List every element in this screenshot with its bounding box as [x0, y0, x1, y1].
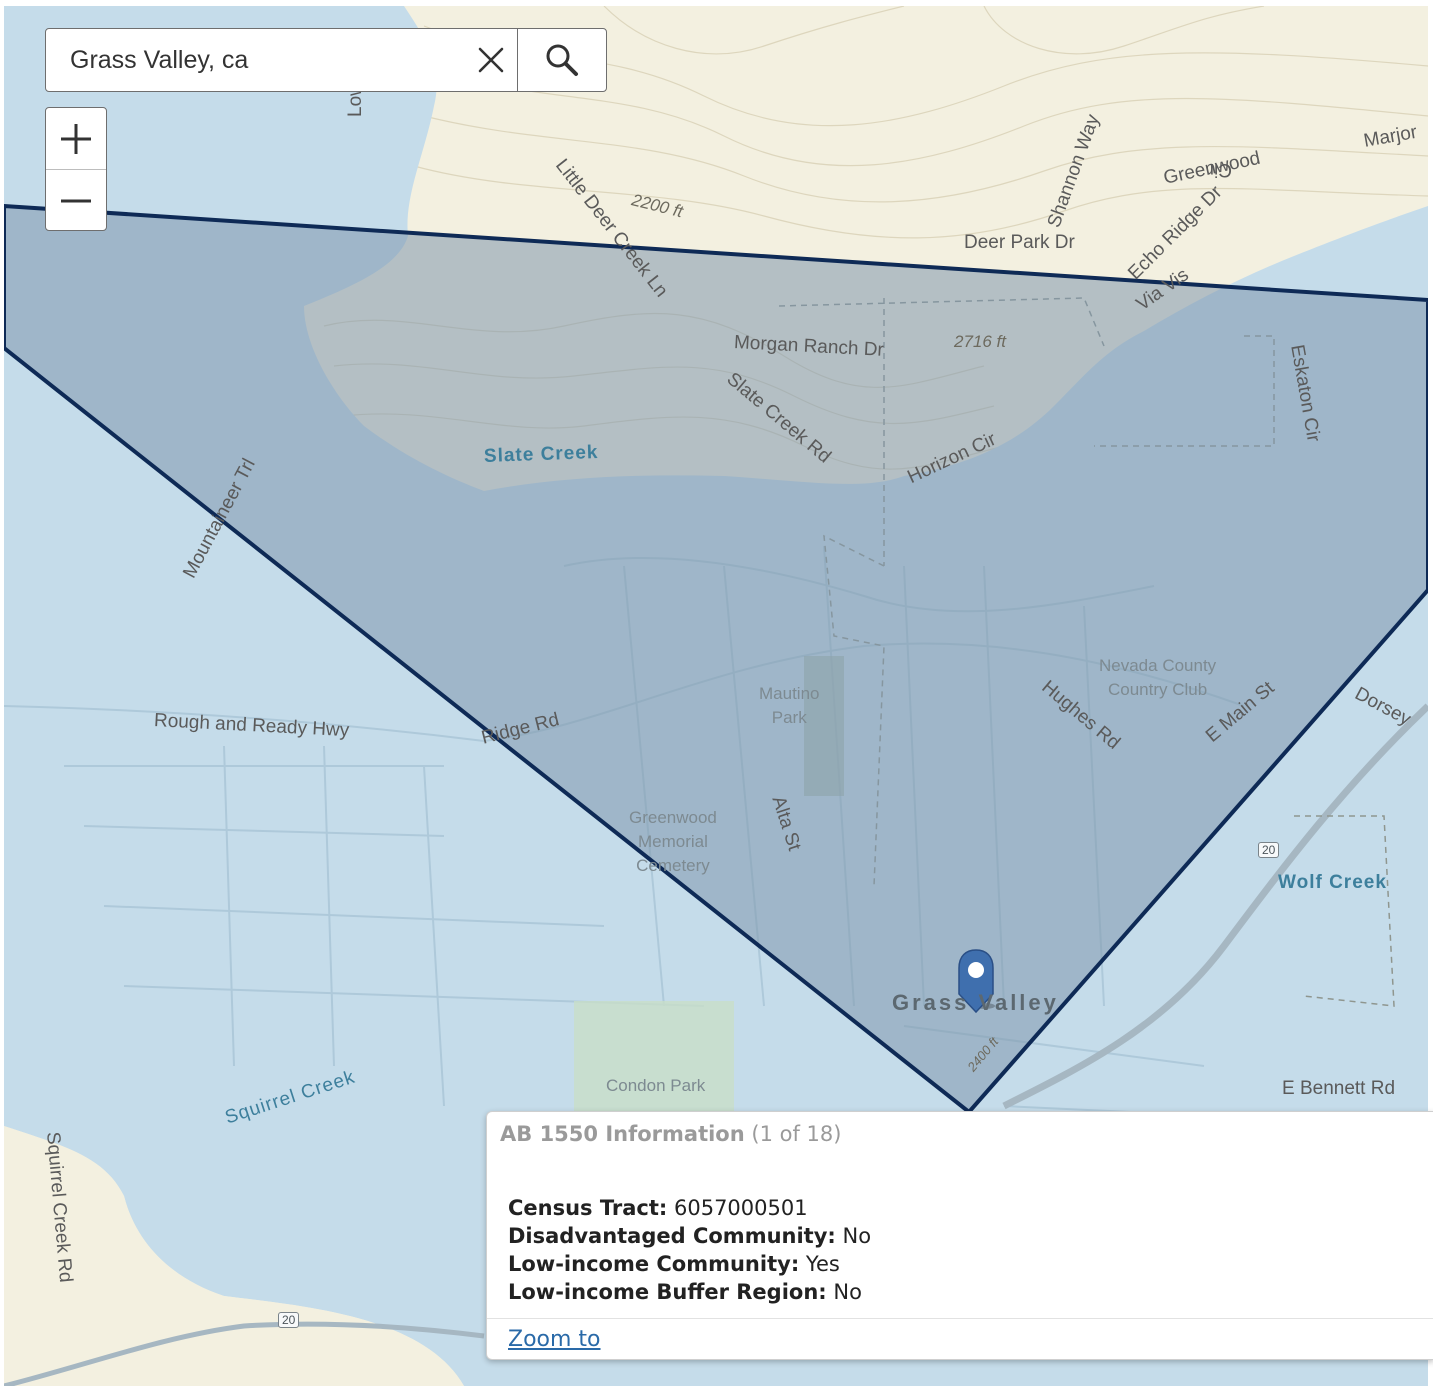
label-condon-park: Condon Park	[606, 1076, 706, 1095]
highway-20-shield-west: 20	[278, 1312, 300, 1328]
label-slate-creek: Slate Creek	[483, 442, 599, 467]
label-nevada-cc-line1: Nevada County	[1099, 656, 1217, 675]
zoom-out-button[interactable]	[46, 170, 106, 231]
info-popup: AB 1550 Information (1 of 18) Census Tra…	[486, 1111, 1433, 1360]
census-tract-polygon	[4, 206, 1428, 1112]
popup-title-text: AB 1550 Information	[500, 1122, 745, 1146]
popup-counter: (1 of 18)	[751, 1122, 842, 1146]
popup-footer: Zoom to	[487, 1318, 1433, 1352]
popup-title: AB 1550 Information (1 of 18)	[500, 1122, 841, 1146]
zoom-in-button[interactable]	[46, 108, 106, 170]
search-button[interactable]	[517, 29, 606, 91]
row-label: Low-income Community:	[508, 1252, 800, 1276]
popup-row-low-income: Low-income Community: Yes	[508, 1250, 871, 1278]
row-value: No	[842, 1224, 872, 1248]
label-grass-valley: Grass Valley	[892, 990, 1059, 1015]
label-greenwood-cem-line1: Greenwood	[629, 808, 717, 827]
row-label: Census Tract:	[508, 1196, 668, 1220]
map-canvas[interactable]: Lowhills R Little Deer Creek Ln 2200 ft …	[4, 6, 1428, 1386]
label-e-bennett: E Bennett Rd	[1282, 1078, 1396, 1099]
search-input[interactable]	[46, 29, 465, 91]
popup-body: Census Tract: 6057000501 Disadvantaged C…	[508, 1194, 871, 1306]
search-box	[45, 28, 607, 92]
popup-row-disadvantaged: Disadvantaged Community: No	[508, 1222, 871, 1250]
row-label: Disadvantaged Community:	[508, 1224, 836, 1248]
label-elev-2716: 2716 ft	[954, 332, 1006, 351]
zoom-to-link[interactable]: Zoom to	[508, 1327, 601, 1352]
row-value: 6057000501	[673, 1196, 808, 1220]
clear-search-button[interactable]	[465, 29, 517, 91]
search-icon	[546, 44, 578, 76]
label-mautino-line1: Mautino	[759, 684, 820, 703]
label-cir: Cir	[1207, 159, 1232, 180]
label-deer-park: Deer Park Dr	[964, 232, 1075, 253]
close-icon	[478, 47, 504, 73]
map-base-layer	[4, 6, 1428, 1386]
label-greenwood-cem-line2: Memorial	[637, 832, 708, 851]
plus-icon	[61, 123, 91, 154]
map-pin-icon[interactable]	[958, 949, 995, 1014]
label-mautino-line2: Park	[771, 708, 807, 727]
highway-20-shield-east: 20	[1258, 842, 1280, 858]
label-nevada-cc-line2: Country Club	[1107, 680, 1208, 699]
minus-icon	[61, 199, 91, 202]
label-wolf-creek: Wolf Creek	[1278, 872, 1387, 893]
popup-row-census-tract: Census Tract: 6057000501	[508, 1194, 871, 1222]
label-greenwood-cem-line3: Cemetery	[636, 856, 710, 875]
row-label: Low-income Buffer Region:	[508, 1280, 827, 1304]
row-value: No	[833, 1280, 862, 1304]
popup-row-buffer-region: Low-income Buffer Region: No	[508, 1278, 871, 1306]
zoom-control	[45, 107, 107, 231]
row-value: Yes	[805, 1252, 840, 1276]
